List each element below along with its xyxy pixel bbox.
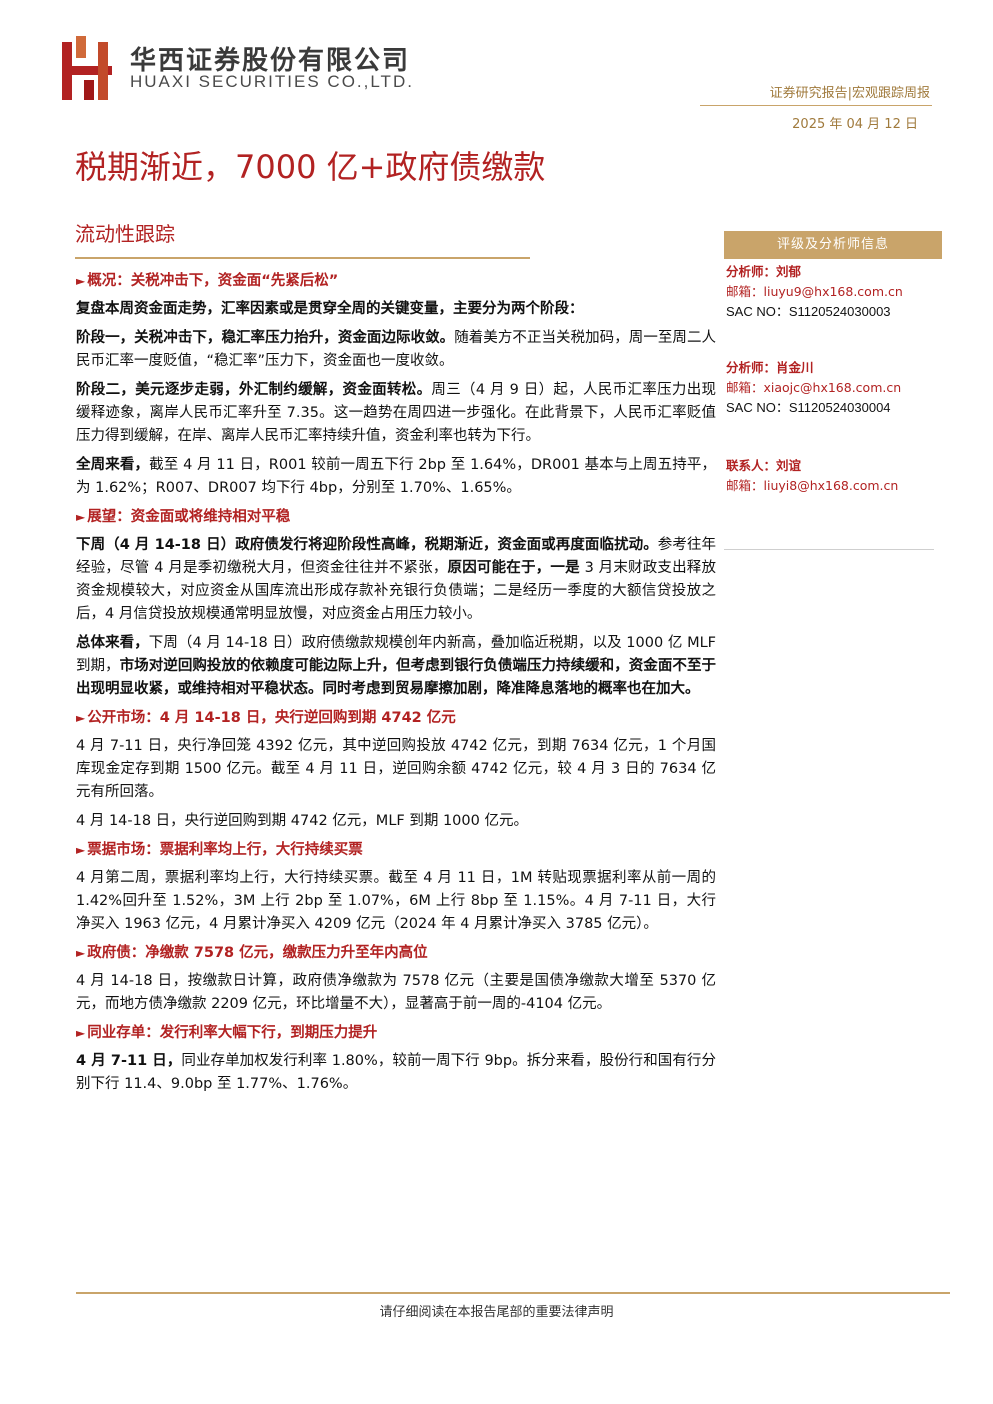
- section-heading: ►同业存单：发行利率大幅下行，到期压力提升: [76, 1025, 378, 1041]
- contact-card: 联系人：刘谊 邮箱：liuyi8@hx168.com.cn: [726, 456, 941, 496]
- report-type: 证券研究报告|宏观跟踪周报: [769, 86, 930, 101]
- header-divider: [700, 105, 932, 106]
- report-subtitle: 流动性跟踪: [75, 222, 175, 246]
- section-heading: ►概况：关税冲击下，资金面“先紧后松”: [76, 273, 339, 289]
- footer-disclaimer: 请仔细阅读在本报告尾部的重要法律声明: [379, 1305, 614, 1320]
- triangle-bullet-icon: ►: [76, 510, 86, 524]
- triangle-bullet-icon: ►: [76, 1026, 86, 1040]
- section-heading: ►公开市场：4 月 14-18 日，央行逆回购到期 4742 亿元: [76, 710, 456, 726]
- analyst-info-heading: 评级及分析师信息: [724, 231, 942, 259]
- footer-divider: [76, 1292, 950, 1294]
- section-heading: ►政府债：净缴款 7578 亿元，缴款压力升至年内高位: [76, 945, 428, 961]
- report-body: ►概况：关税冲击下，资金面“先紧后松” 复盘本周资金面走势，汇率因素或是贯穿全周…: [76, 270, 716, 1102]
- sidebar-divider: [724, 549, 934, 550]
- company-logo-icon: [62, 36, 112, 100]
- paragraph: 4 月 7-11 日，同业存单加权发行利率 1.80%，较前一周下行 9bp。拆…: [76, 1053, 716, 1092]
- contact-name: 联系人：刘谊: [726, 458, 802, 473]
- paragraph: 阶段二，美元逐步走弱，外汇制约缓解，资金面转松。周三（4 月 9 日）起，人民币…: [76, 382, 717, 444]
- section-heading: ►展望：资金面或将维持相对平稳: [76, 509, 291, 525]
- triangle-bullet-icon: ►: [76, 274, 86, 288]
- paragraph: 复盘本周资金面走势，汇率因素或是贯穿全周的关键变量，主要分为两个阶段：: [76, 301, 584, 317]
- analyst-card: 分析师：刘郁 邮箱：liuyu9@hx168.com.cn SAC NO：S11…: [726, 262, 941, 322]
- section-heading: ►票据市场：票据利率均上行，大行持续买票: [76, 842, 363, 858]
- paragraph: 总体来看，下周（4 月 14-18 日）政府债缴款规模创年内新高，叠加临近税期，…: [76, 635, 717, 697]
- triangle-bullet-icon: ►: [76, 711, 86, 725]
- paragraph: 全周来看，截至 4 月 11 日，R001 较前一周五下行 2bp 至 1.64…: [76, 457, 716, 496]
- triangle-bullet-icon: ►: [76, 946, 86, 960]
- report-title: 税期渐近，7000 亿+政府债缴款: [75, 148, 546, 186]
- triangle-bullet-icon: ►: [76, 843, 86, 857]
- report-date: 2025 年 04 月 12 日: [792, 117, 918, 132]
- paragraph: 4 月 14-18 日，按缴款日计算，政府债净缴款为 7578 亿元（主要是国债…: [76, 973, 716, 1012]
- analyst-email[interactable]: 邮箱：liuyu9@hx168.com.cn: [726, 284, 903, 299]
- analyst-sac: SAC NO：S1120524030003: [726, 304, 891, 319]
- analyst-sac: SAC NO：S1120524030004: [726, 400, 891, 415]
- analyst-email[interactable]: 邮箱：xiaojc@hx168.com.cn: [726, 380, 902, 395]
- analyst-name: 分析师：肖金川: [726, 360, 814, 375]
- paragraph: 4 月第二周，票据利率均上行，大行持续买票。截至 4 月 11 日，1M 转贴现…: [76, 870, 716, 932]
- company-name-en: HUAXI SECURITIES CO.,LTD.: [130, 72, 414, 91]
- analyst-card: 分析师：肖金川 邮箱：xiaojc@hx168.com.cn SAC NO：S1…: [726, 358, 941, 418]
- paragraph: 4 月 7-11 日，央行净回笼 4392 亿元，其中逆回购投放 4742 亿元…: [76, 738, 716, 800]
- paragraph: 阶段一，关税冲击下，稳汇率压力抬升，资金面边际收敛。随着美方不正当关税加码，周一…: [76, 330, 717, 369]
- paragraph: 下周（4 月 14-18 日）政府债发行将迎阶段性高峰，税期渐近，资金面或再度面…: [76, 537, 717, 622]
- company-name-cn: 华西证券股份有限公司: [130, 46, 411, 76]
- subtitle-divider: [75, 257, 530, 259]
- analyst-name: 分析师：刘郁: [726, 264, 802, 279]
- paragraph: 4 月 14-18 日，央行逆回购到期 4742 亿元，MLF 到期 1000 …: [76, 813, 528, 829]
- contact-email[interactable]: 邮箱：liuyi8@hx168.com.cn: [726, 478, 899, 493]
